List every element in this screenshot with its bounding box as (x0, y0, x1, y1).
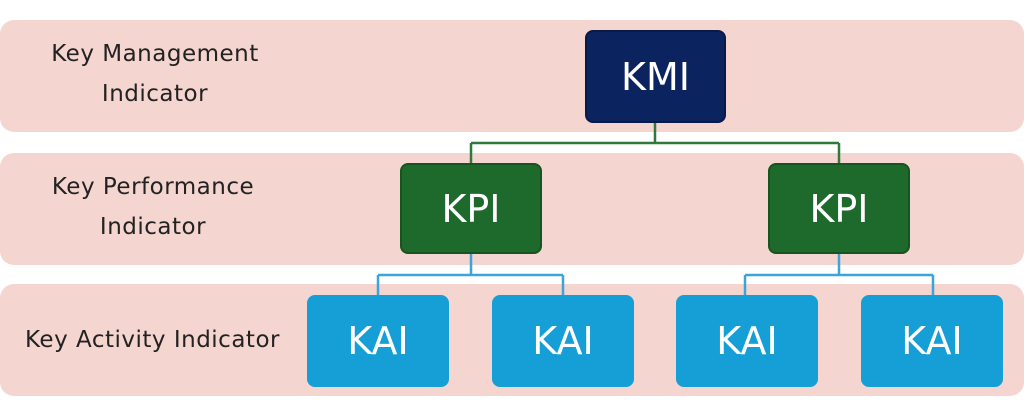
kai-node-3-label: KAI (716, 319, 778, 363)
activity-level-label-text: Key Activity Indicator (25, 327, 280, 353)
kai-node-3: KAI (676, 295, 818, 387)
performance-level-label-line2: Indicator (99, 214, 207, 240)
kai-node-4-label: KAI (901, 319, 963, 363)
kpi-node-right: KPI (768, 163, 910, 254)
kai-node-4: KAI (861, 295, 1003, 387)
kmi-node-label: KMI (621, 54, 690, 99)
management-level-label-line1: Key Management (51, 41, 259, 67)
management-level-band: Key Management Indicator (0, 20, 1024, 132)
kpi-node-left: KPI (400, 163, 542, 254)
performance-level-label-line1: Key Performance (51, 174, 255, 200)
kai-node-1: KAI (307, 295, 449, 387)
kpi-node-left-label: KPI (441, 186, 501, 231)
management-level-label-line2: Indicator (101, 81, 209, 107)
management-level-label: Key Management Indicator (30, 34, 280, 114)
kai-node-1-label: KAI (347, 319, 409, 363)
kmi-node: KMI (585, 30, 726, 123)
kai-node-2: KAI (492, 295, 634, 387)
performance-level-label: Key Performance Indicator (28, 167, 278, 247)
activity-level-label: Key Activity Indicator (10, 320, 295, 360)
kai-node-2-label: KAI (532, 319, 594, 363)
kpi-node-right-label: KPI (809, 186, 869, 231)
